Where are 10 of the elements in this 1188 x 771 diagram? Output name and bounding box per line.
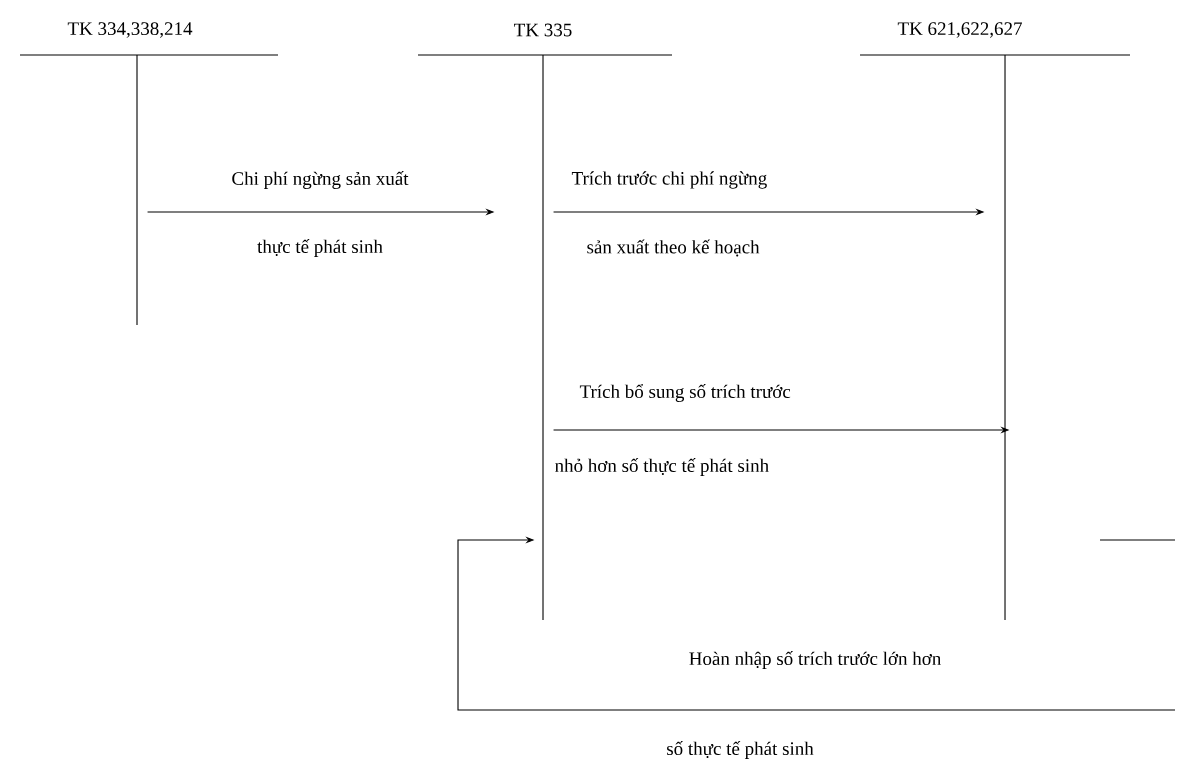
arrow — [457, 536, 1176, 711]
edge-label: Chi phí ngừng sản xuất — [230, 170, 410, 190]
edge-label: Trích trước chi phí ngừng — [570, 170, 769, 190]
note-text: số thực tế phát sinh — [665, 740, 815, 760]
note-text: nhỏ hơn số thực tế phát sinh — [553, 457, 771, 477]
edge-label: Hoàn nhập số trích trước lớn hơn — [687, 650, 943, 670]
note-text: sản xuất theo kế hoạch — [585, 238, 761, 258]
note-text: thực tế phát sinh — [256, 238, 384, 258]
edge-label: Trích bổ sung số trích trước — [578, 383, 792, 403]
t-account: TK 621,622,627 — [859, 22, 1131, 621]
